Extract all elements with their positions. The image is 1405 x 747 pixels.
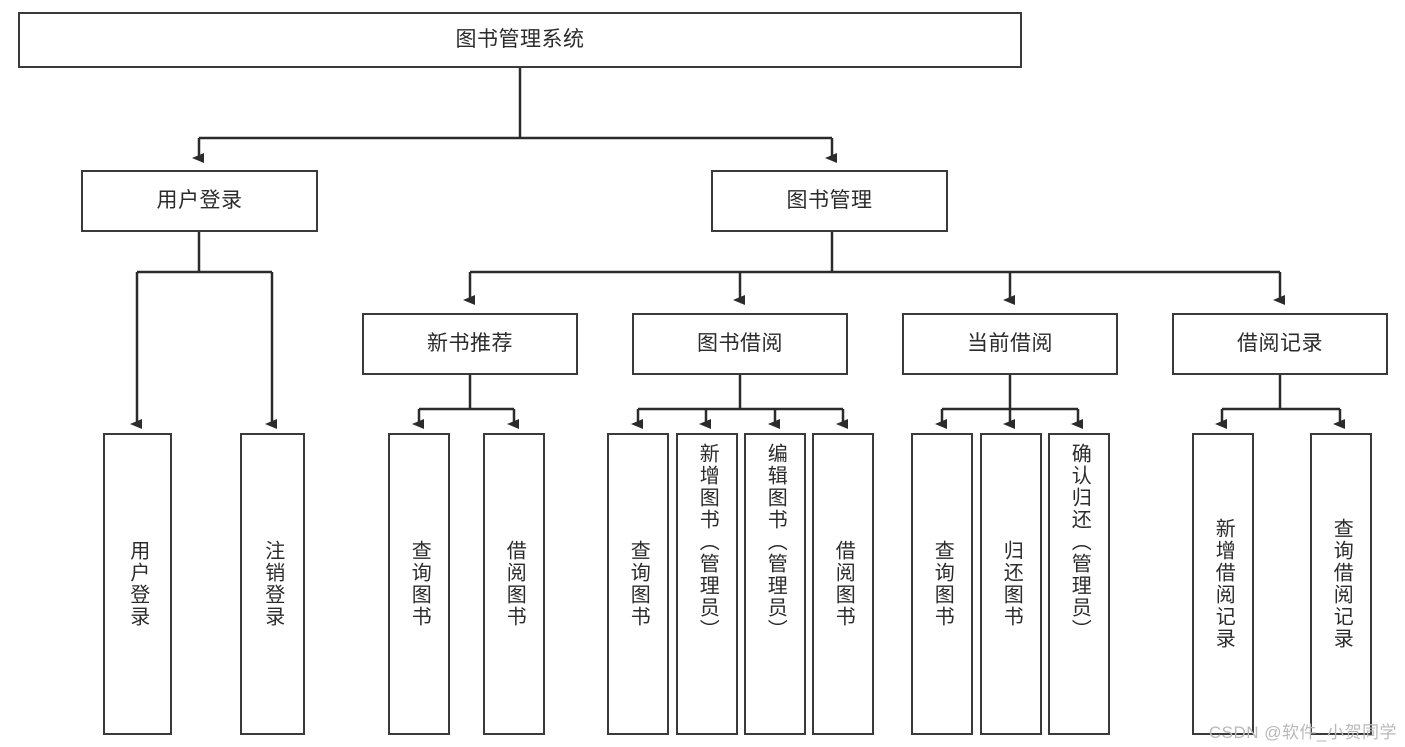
leaf-logout-login[interactable]: 注销登录: [240, 433, 305, 735]
node-label: 归还图书: [1000, 540, 1023, 628]
node-label: 图书借阅: [697, 332, 783, 356]
node-borrow-record[interactable]: 借阅记录: [1172, 313, 1388, 375]
node-book-management[interactable]: 图书管理: [711, 170, 948, 232]
node-label: 注销登录: [261, 540, 284, 628]
node-label: 查询图书: [627, 540, 650, 628]
node-label: 当前借阅: [967, 332, 1053, 356]
node-user-login[interactable]: 用户登录: [81, 170, 318, 232]
node-label: 编辑图书（管理员）: [764, 443, 787, 641]
leaf-query-borrow-record[interactable]: 查询借阅记录: [1310, 433, 1372, 735]
node-label: 查询图书: [931, 540, 954, 628]
node-label: 查询借阅记录: [1330, 518, 1353, 650]
node-label: 确认归还（管理员）: [1068, 443, 1091, 641]
node-label: 用户登录: [126, 540, 149, 628]
node-label: 图书管理: [786, 189, 873, 213]
node-root-library-system[interactable]: 图书管理系统: [18, 12, 1022, 68]
node-label: 图书管理系统: [455, 28, 585, 52]
node-label: 借阅记录: [1237, 332, 1323, 356]
node-new-book-recommend[interactable]: 新书推荐: [362, 313, 578, 375]
leaf-borrow-book-recommend[interactable]: 借阅图书: [483, 433, 545, 735]
leaf-add-borrow-record[interactable]: 新增借阅记录: [1192, 433, 1254, 735]
node-label: 查询图书: [408, 540, 431, 628]
leaf-return-book[interactable]: 归还图书: [980, 433, 1042, 735]
node-current-borrow[interactable]: 当前借阅: [902, 313, 1118, 375]
node-label: 借阅图书: [832, 540, 855, 628]
leaf-query-book-borrow[interactable]: 查询图书: [607, 433, 669, 735]
node-label: 新增图书（管理员）: [696, 443, 719, 641]
leaf-user-login[interactable]: 用户登录: [103, 433, 172, 735]
leaf-edit-book-admin[interactable]: 编辑图书（管理员）: [744, 433, 806, 735]
leaf-add-book-admin[interactable]: 新增图书（管理员）: [676, 433, 738, 735]
leaf-borrow-book[interactable]: 借阅图书: [812, 433, 874, 735]
node-label: 用户登录: [156, 189, 243, 213]
leaf-query-book-recommend[interactable]: 查询图书: [388, 433, 450, 735]
node-book-borrow[interactable]: 图书借阅: [632, 313, 848, 375]
node-label: 借阅图书: [503, 540, 526, 628]
node-label: 新增借阅记录: [1212, 518, 1235, 650]
leaf-confirm-return-admin[interactable]: 确认归还（管理员）: [1048, 433, 1110, 735]
watermark: CSDN @软件_小贺同学: [1208, 723, 1397, 742]
leaf-query-book-current[interactable]: 查询图书: [911, 433, 973, 735]
node-label: 新书推荐: [427, 332, 513, 356]
